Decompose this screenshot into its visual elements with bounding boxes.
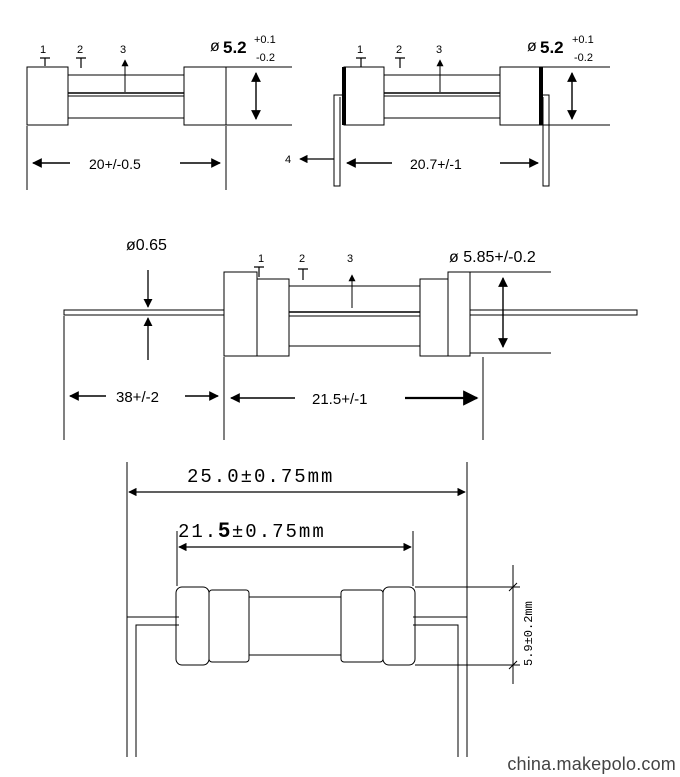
fig1-tol-upper: +0.1 [254, 34, 276, 46]
fig4-right-cap-step [340, 589, 384, 663]
fig2-diameter-value: 5.2 [540, 38, 564, 57]
fig4-body-length-label: 21.5±0.75mm [178, 519, 326, 543]
fig4-right-lead [413, 616, 468, 757]
fig3-left-lead [63, 309, 225, 316]
fig4-right-cap [382, 586, 416, 666]
fig4-overall-length-label: 25.0±0.75mm [187, 466, 334, 488]
fig2-fuse-drawing [299, 57, 610, 187]
fig2-right-lead [542, 94, 550, 187]
fig2-right-cap [499, 66, 542, 126]
fig1-callout-3: 3 [120, 44, 126, 56]
watermark: china.makepolo.com [507, 754, 676, 774]
fig2-tol-lower: -0.2 [574, 52, 593, 64]
fig3-right-cap-outer [447, 271, 471, 357]
fig4-left-cap-step [208, 589, 250, 663]
fig4-left-cap [175, 586, 210, 666]
fig2-callout-1: 1 [357, 44, 363, 56]
fig2-diameter-symbol: ø [527, 38, 537, 55]
fig1-length-label: 20+/-0.5 [89, 156, 141, 172]
fig1-right-cap [183, 66, 227, 126]
fig3-fuse-drawing [63, 266, 638, 440]
fig3-left-cap-outer [223, 271, 258, 357]
fig1-left-cap [26, 66, 69, 126]
fig2-left-cap [343, 66, 385, 126]
fig3-body-length-label: 21.5+/-1 [312, 391, 367, 408]
fig2-tol-upper: +0.1 [572, 34, 594, 46]
fig4-glass-tube [248, 596, 342, 656]
fig3-right-lead [469, 309, 638, 316]
fig1-callout-2: 2 [77, 44, 83, 56]
fig4-left-lead [126, 616, 179, 757]
fig3-left-cap-inner [256, 278, 290, 357]
fig3-right-cap-inner [419, 278, 449, 357]
fig4-diameter-label: 5.9±0.2mm [522, 601, 536, 666]
fig3-callout-2: 2 [299, 253, 305, 265]
fig2-callout-3: 3 [436, 44, 442, 56]
fig3-lead-length-label: 38+/-2 [116, 389, 159, 406]
fig1-diameter-symbol: ø [210, 38, 220, 55]
fig4-fuse-drawing [126, 462, 520, 757]
fig1-diameter-value: 5.2 [223, 38, 247, 57]
fig1-callout-1: 1 [40, 44, 46, 56]
fig3-lead-diameter-label: ø0.65 [126, 237, 167, 254]
fig4-body-length-suffix: ±0.75mm [232, 521, 326, 543]
fig2-length-label: 20.7+/-1 [410, 156, 462, 172]
fig2-callout-4: 4 [285, 154, 291, 166]
fig1-tol-lower: -0.2 [256, 52, 275, 64]
fig1-fuse-drawing [26, 57, 292, 190]
fig4-body-length-bold: 5 [218, 519, 232, 542]
fig3-callout-3: 3 [347, 253, 353, 265]
fig3-callout-1: 1 [258, 253, 264, 265]
fig2-left-lead [333, 94, 342, 187]
fig2-callout-2: 2 [396, 44, 402, 56]
fig3-body-diameter-label: ø 5.85+/-0.2 [449, 249, 536, 266]
fig4-body-length-prefix: 21. [178, 521, 218, 543]
